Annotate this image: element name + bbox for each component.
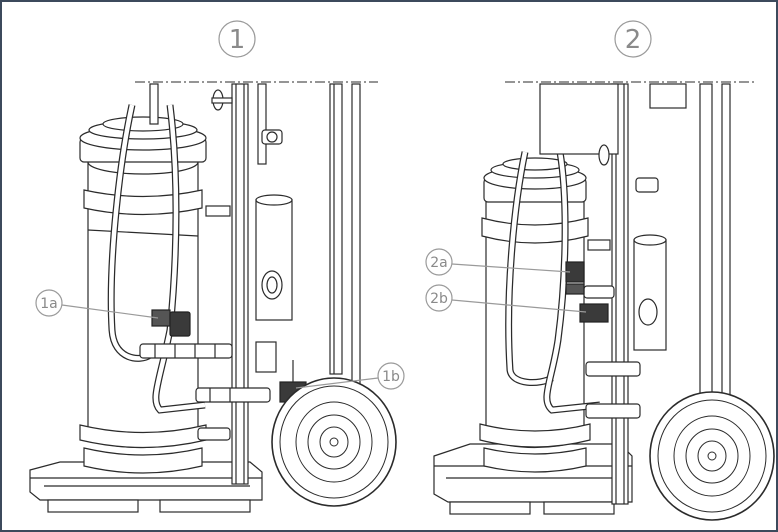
callout-2a-leader bbox=[451, 263, 571, 273]
wheel-2 bbox=[649, 391, 775, 521]
callout-2b-label: 2b bbox=[430, 291, 448, 307]
callout-1b-circle bbox=[377, 362, 405, 390]
panel-2-number: 2 bbox=[625, 25, 642, 55]
panel-1-number: 1 bbox=[229, 25, 246, 55]
callout-1a-circle bbox=[35, 289, 63, 317]
panel-1-number-circle bbox=[218, 20, 256, 58]
callout-1a-leader bbox=[61, 304, 159, 319]
callout-2a-label: 2a bbox=[430, 255, 448, 271]
panel-2-number-circle bbox=[614, 20, 652, 58]
callout-2b-circle bbox=[425, 284, 453, 312]
callout-1b-leader bbox=[295, 377, 379, 389]
callout-2a-circle bbox=[425, 248, 453, 276]
callout-1b-label: 1b bbox=[382, 369, 400, 385]
panel-2-drawing bbox=[433, 81, 756, 515]
panel-1-drawing bbox=[29, 81, 378, 513]
wheel-1 bbox=[271, 377, 397, 507]
callout-2b-leader bbox=[451, 299, 587, 313]
callout-1a-label: 1a bbox=[40, 296, 58, 312]
